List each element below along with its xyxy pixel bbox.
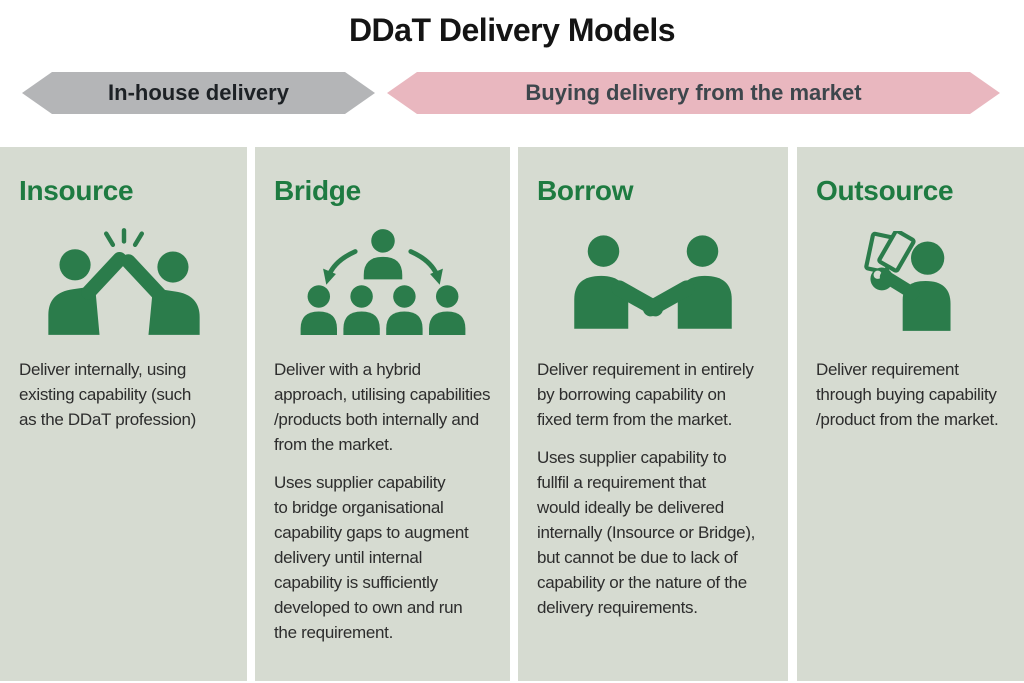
bridge-description-2: Uses supplier capability to bridge organ…: [274, 473, 469, 642]
column-title-bridge: Bridge: [274, 175, 361, 206]
bridge-description-1: Deliver with a hybrid approach, utilisin…: [274, 360, 491, 454]
column-borrow: Borrow Deliver requirement in entirely b: [518, 147, 788, 681]
column-bridge: Bridge: [255, 147, 510, 681]
high-five-icon: [47, 227, 200, 335]
column-title-insource: Insource: [19, 175, 134, 206]
team-delegation-icon: [300, 228, 465, 335]
borrow-description-1: Deliver requirement in entirely by borro…: [537, 360, 754, 429]
market-delivery-banner-label: Buying delivery from the market: [525, 80, 862, 105]
page-title: DDaT Delivery Models: [348, 12, 676, 48]
outsource-description: Deliver requirement through buying capab…: [816, 360, 999, 429]
delivery-model-columns: Insource: [0, 147, 1024, 681]
column-title-outsource: Outsource: [816, 175, 954, 206]
handshake-icon: [574, 234, 732, 329]
cash-in-hand-icon: [863, 231, 951, 331]
insource-description: Deliver internally, using existing capab…: [19, 360, 197, 429]
bridge-iconbox: [255, 219, 510, 343]
in-house-delivery-banner-label: In-house delivery: [108, 80, 289, 105]
column-outsource: Outsource: [797, 147, 1024, 681]
in-house-delivery-banner-arrow: In-house delivery: [22, 72, 375, 114]
column-insource: Insource: [0, 147, 247, 681]
insource-iconbox: [0, 219, 247, 343]
market-delivery-banner-arrow: Buying delivery from the market: [387, 72, 1000, 114]
borrow-iconbox: [518, 219, 788, 343]
column-title-borrow: Borrow: [537, 175, 634, 206]
borrow-description-2: Uses supplier capability to fullfil a re…: [537, 448, 756, 617]
outsource-iconbox: [797, 219, 1024, 343]
